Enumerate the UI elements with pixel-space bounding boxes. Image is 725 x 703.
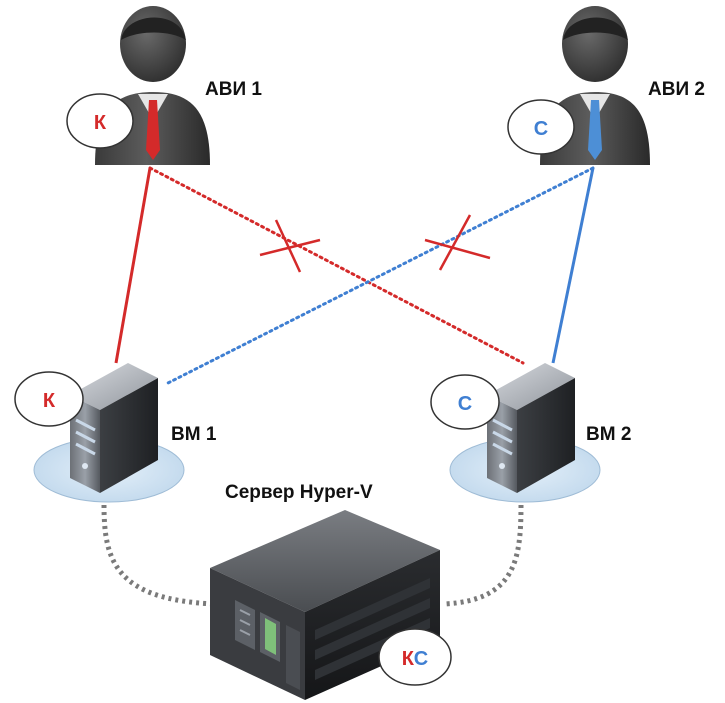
link-user2-vm1-blocked xyxy=(166,166,595,385)
vm2-badge: С xyxy=(430,374,500,430)
link-vm2-server xyxy=(444,504,524,607)
vm2-label: ВМ 2 xyxy=(586,424,631,445)
user2-badge-text: С xyxy=(534,118,548,140)
connections xyxy=(101,166,595,607)
user1-badge-text: К xyxy=(94,112,107,134)
vm2-server-icon xyxy=(487,363,575,493)
user2-badge: С xyxy=(507,99,575,155)
user1-label: АВИ 1 xyxy=(205,79,262,100)
blocked-cross-right xyxy=(424,214,491,271)
blocked-cross-left xyxy=(259,219,321,273)
server-badge-text: КС xyxy=(402,648,428,670)
vm1-label: ВМ 1 xyxy=(171,424,217,445)
vm1-server-icon xyxy=(70,363,158,493)
vm2-badge-text: С xyxy=(458,393,472,415)
server-badge: КС xyxy=(378,628,452,686)
hyperv-server-icon xyxy=(210,510,440,700)
link-user1-vm2-blocked xyxy=(148,166,525,365)
server-badge-c: С xyxy=(414,648,428,670)
link-vm1-server xyxy=(101,504,216,607)
user2-label: АВИ 2 xyxy=(648,79,705,100)
vm1-badge: К xyxy=(14,371,84,427)
server-label: Сервер Hyper-V xyxy=(225,482,373,503)
user1-badge: К xyxy=(66,93,134,149)
link-user1-vm1 xyxy=(114,167,152,364)
link-user2-vm2 xyxy=(551,167,595,364)
vm1-badge-text: К xyxy=(43,390,56,412)
server-badge-k: К xyxy=(402,648,415,670)
